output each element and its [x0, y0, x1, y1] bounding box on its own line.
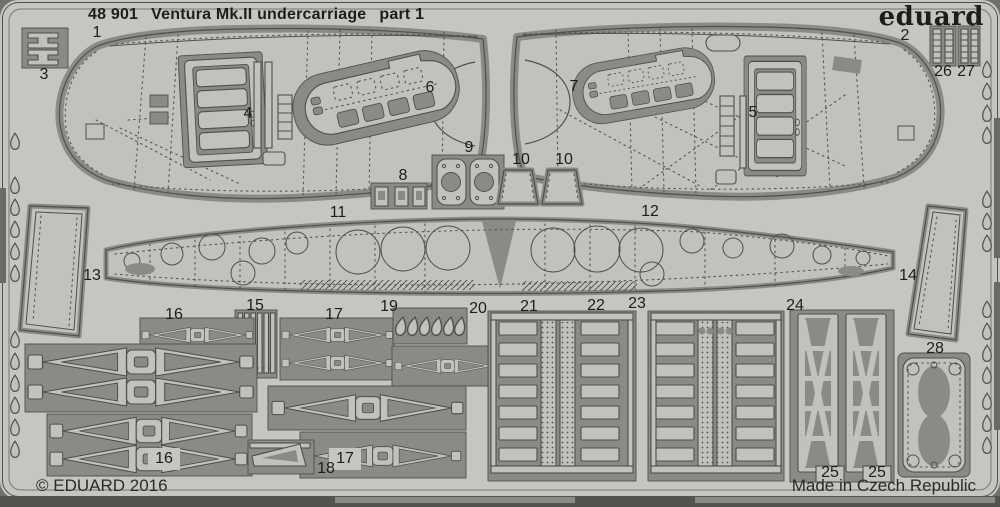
part-number-label: 20: [469, 300, 487, 317]
part-8-group: [370, 182, 428, 210]
origin-text: Made in Czech Republic: [791, 476, 976, 495]
part-number-label: 28: [926, 340, 944, 357]
part-3-group: [21, 27, 69, 69]
part-number-label: 24: [786, 297, 804, 314]
part-18-group: [247, 439, 315, 475]
part-number-label: 19: [380, 298, 398, 315]
part-23-ladders: [647, 310, 785, 482]
brand-logo: eduard: [878, 2, 984, 32]
part-number-label: 6: [425, 79, 435, 96]
part-number-label: 25: [821, 464, 839, 481]
part-9-group: [431, 154, 505, 210]
part-number-label: 23: [628, 295, 646, 312]
sheet-part: part 1: [379, 6, 425, 23]
part-number-label: 4: [243, 105, 253, 122]
part-number-label: 14: [899, 267, 917, 284]
header: 48 901 Ventura Mk.II undercarriage part …: [88, 6, 424, 24]
part-number-label: 12: [641, 203, 659, 220]
part-number-label: 11: [329, 204, 347, 221]
part-number-label: 1: [92, 24, 102, 41]
part-number-label: 10: [555, 151, 573, 168]
catalog-number: 48 901: [88, 6, 139, 23]
part-number-label: 13: [83, 267, 101, 284]
part-number-label: 26: [934, 63, 952, 80]
part-number-label: 22: [587, 297, 605, 314]
part-number-label: 10: [512, 151, 530, 168]
part-number-label: 17: [336, 450, 354, 467]
part-number-label: 27: [957, 63, 975, 80]
part-number-label: 7: [569, 78, 579, 95]
part-16-17-links: [24, 317, 501, 479]
part-number-label: 21: [520, 298, 538, 315]
part-19-20-group: [392, 307, 468, 345]
part-number-label: 9: [464, 139, 474, 156]
part-24-25-trusses: [789, 309, 895, 483]
part-number-label: 2: [900, 27, 910, 44]
part-number-label: 25: [868, 464, 886, 481]
part-number-label: 5: [748, 104, 758, 121]
part-number-label: 15: [246, 297, 264, 314]
part-13-panel: [17, 203, 91, 339]
copyright-text: © EDUARD 2016: [36, 476, 168, 495]
part-number-label: 16: [165, 306, 183, 323]
part-number-label: 16: [155, 450, 173, 467]
part-number-label: 8: [398, 167, 408, 184]
sheet-title: Ventura Mk.II undercarriage: [151, 6, 367, 23]
part-number-label: 17: [325, 306, 343, 323]
part-10-group: [495, 167, 585, 207]
part-11-12-spar: [103, 216, 896, 296]
part-26-27-group: [929, 25, 981, 67]
small-strip-parts: [253, 61, 747, 185]
part-21-22-ladders: [487, 310, 637, 482]
part-14-panel: [905, 203, 969, 343]
part-28-plate: [897, 352, 971, 478]
part-number-label: 3: [39, 66, 49, 83]
part-number-label: 18: [317, 460, 335, 477]
